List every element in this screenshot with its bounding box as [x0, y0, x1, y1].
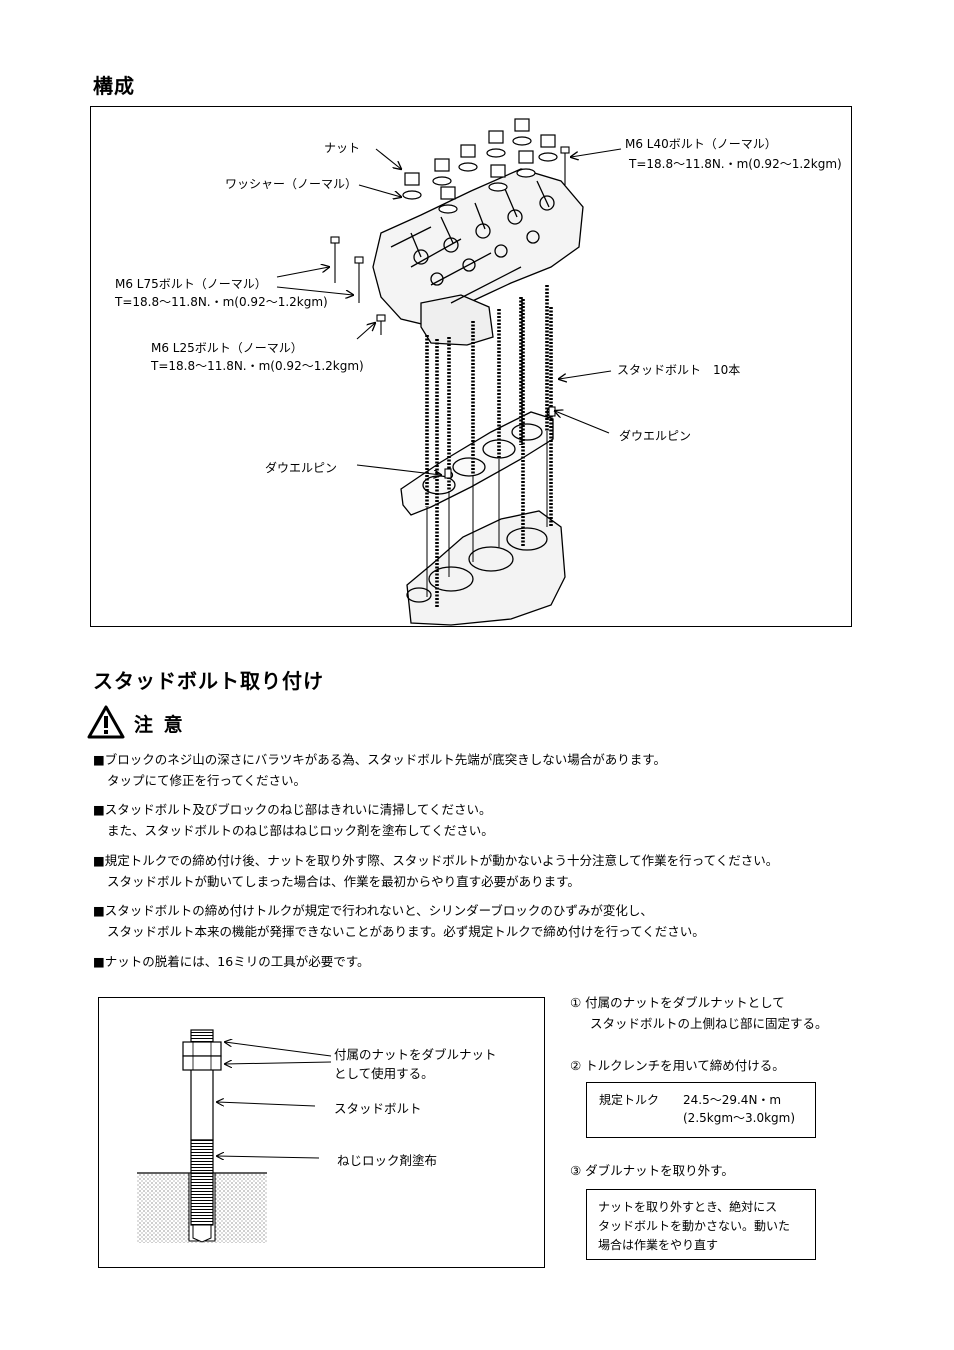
stud-bolt-illustration — [137, 1029, 332, 1243]
note-line: スタッドボルト本来の機能が発揮できないことがあります。必ず規定トルクで締め付けを… — [107, 924, 705, 939]
thread-lock-label: ねじロック剤塗布 — [337, 1153, 438, 1168]
note-line: ■スタッドボルトの締め付けトルクが規定で行われないと、シリンダーブロックのひずみ… — [93, 903, 653, 918]
stud-bolt-label: スタッドボルト 10本 — [617, 363, 741, 377]
note-line: スタッドボルトが動いてしまった場合は、作業を最初からやり直す必要があります。 — [107, 874, 580, 889]
l75-bolt-label: M6 L75ボルト（ノーマル） — [115, 277, 267, 291]
warning-box: ナットを取り外すとき、絶対にス タッドボルトを動かさない。動いた 場合は作業をや… — [586, 1189, 816, 1260]
note-line: また、スタッドボルトのねじ部はねじロック剤を塗布してください。 — [107, 823, 494, 838]
l75-torque-label: T=18.8～11.8N.・m(0.92～1.2kgm) — [115, 295, 328, 309]
section-title-composition: 構成 — [93, 74, 135, 98]
caution-note: ■ナットの脱着には、16ミリの工具が必要です。 — [93, 951, 369, 972]
warning-line: タッドボルトを動かさない。動いた — [598, 1219, 791, 1233]
l40-torque-label: T=18.8～11.8N.・m(0.92～1.2kgm) — [629, 157, 842, 171]
dowel-pin-left-label: ダウエルピン — [265, 461, 338, 475]
caution-note: ■規定トルクでの締め付け後、ナットを取り外す際、スタッドボルトが動かないよう十分… — [93, 850, 778, 892]
step-3: ③ ダブルナットを取り外す。 — [570, 1163, 734, 1178]
note-line: ■ブロックのネジ山の深さにバラツキがある為、スタッドボルト先端が底突きしない場合… — [93, 752, 667, 767]
section-title-stud-install: スタッドボルト取り付け — [93, 669, 324, 693]
double-nut-label: 付属のナットをダブルナット として使用する。 — [334, 1045, 497, 1083]
torque-value-nm: 24.5～29.4N・m — [683, 1093, 782, 1107]
step-1: ① 付属のナットをダブルナットとして スタッドボルトの上側ねじ部に固定する。 — [570, 992, 828, 1034]
caution-note: ■スタッドボルトの締め付けトルクが規定で行われないと、シリンダーブロックのひずみ… — [93, 900, 705, 942]
stud-bolt-diagram: 付属のナットをダブルナット として使用する。 スタッドボルト ねじロック剤塗布 — [98, 997, 545, 1268]
warning-line: 場合は作業をやり直す — [598, 1238, 719, 1252]
nut-label: ナット — [324, 141, 361, 155]
double-nut-label-line: として使用する。 — [334, 1066, 434, 1081]
washer-label: ワッシャー（ノーマル） — [225, 177, 358, 191]
note-line: ■ナットの脱着には、16ミリの工具が必要です。 — [93, 954, 370, 969]
torque-label: 規定トルク — [599, 1093, 660, 1107]
note-line: タップにて修正を行ってください。 — [107, 773, 307, 788]
stud-bolt-label-2: スタッドボルト — [334, 1101, 422, 1116]
step-1-line: スタッドボルトの上側ねじ部に固定する。 — [590, 1016, 828, 1031]
torque-spec-box: 規定トルク 24.5～29.4N・m (2.5kgm～3.0kgm) — [586, 1082, 816, 1138]
note-line: ■スタッドボルト及びブロックのねじ部はきれいに清掃してください。 — [93, 802, 492, 817]
l25-bolt-label: M6 L25ボルト（ノーマル） — [151, 341, 303, 355]
l25-torque-label: T=18.8～11.8N.・m(0.92～1.2kgm) — [151, 359, 364, 373]
step-2: ② トルクレンチを用いて締め付ける。 — [570, 1058, 785, 1073]
double-nut-label-line: 付属のナットをダブルナット — [334, 1047, 497, 1062]
warning-icon — [86, 704, 126, 740]
caution-note: ■スタッドボルト及びブロックのねじ部はきれいに清掃してください。 また、スタッド… — [93, 799, 494, 841]
caution-note: ■ブロックのネジ山の深さにバラツキがある為、スタッドボルト先端が底突きしない場合… — [93, 749, 666, 791]
l40-bolt-label: M6 L40ボルト（ノーマル） — [625, 137, 777, 151]
dowel-pin-right-label: ダウエルピン — [619, 429, 692, 443]
note-line: ■規定トルクでの締め付け後、ナットを取り外す際、スタッドボルトが動かないよう十分… — [93, 853, 779, 868]
step-1-line: ① 付属のナットをダブルナットとして — [570, 995, 785, 1010]
caution-title: 注 意 — [134, 714, 185, 736]
warning-line: ナットを取り外すとき、絶対にス — [598, 1200, 778, 1214]
torque-value-kgm: (2.5kgm～3.0kgm) — [683, 1111, 796, 1125]
parts-diagram: ナット ワッシャー（ノーマル） M6 L40ボルト（ノーマル） T=18.8～1… — [90, 106, 852, 627]
engine-exploded-illustration — [276, 118, 622, 626]
